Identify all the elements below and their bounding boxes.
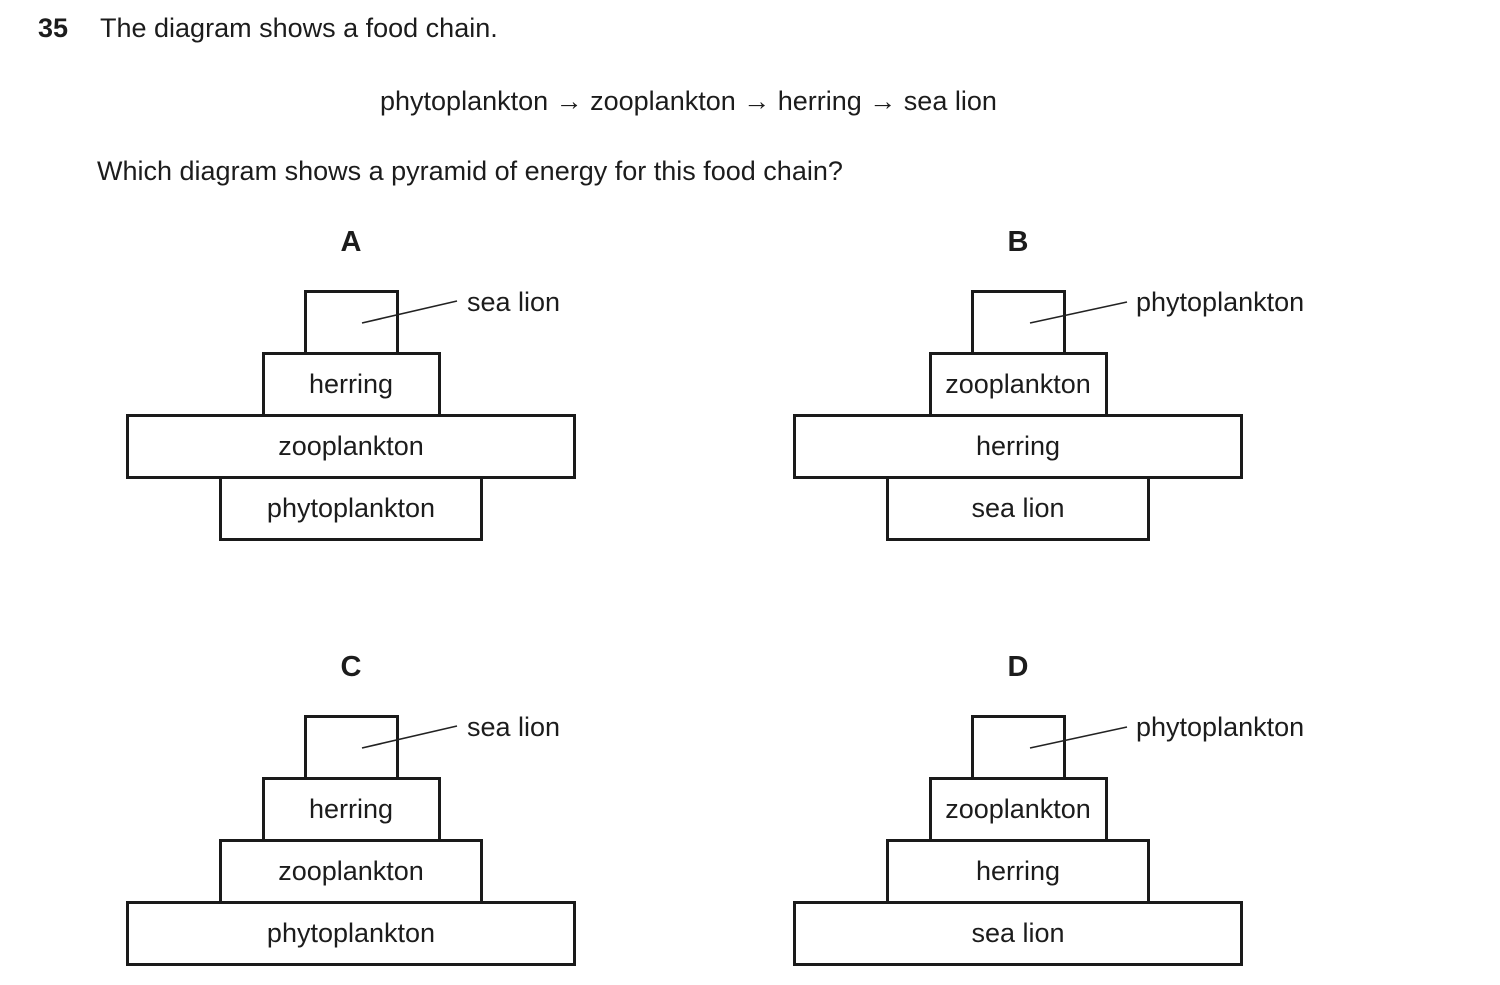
- pointer-line: [361, 300, 458, 324]
- pyramid-box-label: zooplankton: [945, 794, 1091, 824]
- callout-line-b: [1029, 301, 1128, 324]
- pyramid-box-label: herring: [975, 856, 1061, 886]
- pyramid-d-box-2: zooplankton: [928, 777, 1108, 842]
- pyramid-b-box-2: zooplankton: [928, 352, 1108, 417]
- pointer-line: [1029, 726, 1128, 749]
- diagram-c-letter: C: [340, 651, 362, 683]
- pyramid-d-box-top: [970, 715, 1066, 780]
- callout-label-c: sea lion: [467, 712, 561, 742]
- pyramid-a-box-2: herring: [261, 352, 441, 417]
- callout-line-a: [361, 300, 458, 324]
- callout-line-c: [361, 725, 458, 749]
- pointer-line: [1029, 301, 1128, 324]
- pointer-line: [361, 725, 458, 749]
- pyramid-c: herring zooplankton phytoplankton: [126, 715, 576, 966]
- pyramid-d: zooplankton herring sea lion: [793, 715, 1243, 966]
- pyramid-box-label: zooplankton: [278, 856, 424, 886]
- callout-label-b: phytoplankton: [1136, 287, 1305, 317]
- pyramid-c-box-4: phytoplankton: [126, 901, 576, 966]
- pyramid-box-label: herring: [975, 431, 1061, 461]
- pyramid-b-box-top: [970, 290, 1066, 355]
- pyramid-d-box-3: herring: [886, 839, 1150, 904]
- question-prompt: Which diagram shows a pyramid of energy …: [97, 156, 843, 186]
- pyramid-c-box-3: zooplankton: [219, 839, 483, 904]
- diagram-a-letter: A: [340, 226, 362, 258]
- diagram-d-letter: D: [1007, 651, 1029, 683]
- pyramid-box-label: herring: [308, 369, 394, 399]
- pyramid-c-box-2: herring: [261, 777, 441, 842]
- pyramid-a-box-top: [303, 290, 399, 355]
- pyramid-a-box-4: phytoplankton: [219, 476, 483, 541]
- pyramid-b-box-4: sea lion: [886, 476, 1150, 541]
- pyramid-d-box-4: sea lion: [793, 901, 1243, 966]
- pyramid-b-box-3: herring: [793, 414, 1243, 479]
- callout-label-a: sea lion: [467, 287, 561, 317]
- pyramid-box-label: phytoplankton: [266, 918, 436, 948]
- pyramid-box-label: phytoplankton: [266, 493, 436, 523]
- callout-line-d: [1029, 726, 1128, 749]
- pyramid-a-box-3: zooplankton: [126, 414, 576, 479]
- pyramid-a: herring zooplankton phytoplankton: [126, 290, 576, 541]
- callout-label-d: phytoplankton: [1136, 712, 1305, 742]
- food-chain-text: phytoplankton → zooplankton → herring → …: [380, 86, 997, 116]
- pyramid-b: zooplankton herring sea lion: [793, 290, 1243, 541]
- question-number: 35: [38, 13, 69, 43]
- diagram-b-letter: B: [1007, 226, 1029, 258]
- question-intro: The diagram shows a food chain.: [100, 13, 498, 43]
- pyramid-box-label: sea lion: [971, 493, 1065, 523]
- pyramid-box-label: herring: [308, 794, 394, 824]
- pyramid-box-label: zooplankton: [278, 431, 424, 461]
- pyramid-box-label: zooplankton: [945, 369, 1091, 399]
- pyramid-box-label: sea lion: [971, 918, 1065, 948]
